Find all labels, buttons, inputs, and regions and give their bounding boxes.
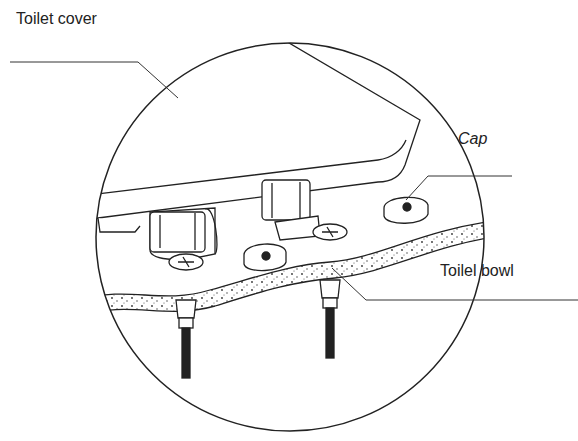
toilet-cover [70, 20, 420, 218]
part-label: Toilel bowl [440, 262, 514, 280]
bolt-right [320, 280, 340, 358]
part-label: Toilet cover [16, 10, 97, 28]
leader-line [10, 62, 178, 98]
magnified-view [70, 20, 500, 378]
cap-right [384, 197, 428, 223]
bolt-left [176, 300, 196, 378]
part-label: Cap [458, 130, 487, 148]
hinge-left [150, 208, 217, 270]
cover-underside [98, 218, 140, 232]
hinge-right [262, 180, 347, 240]
leader-line [406, 176, 512, 200]
cover-edge [80, 140, 406, 196]
magnifier-circle [96, 43, 484, 431]
cap-left [244, 244, 286, 271]
